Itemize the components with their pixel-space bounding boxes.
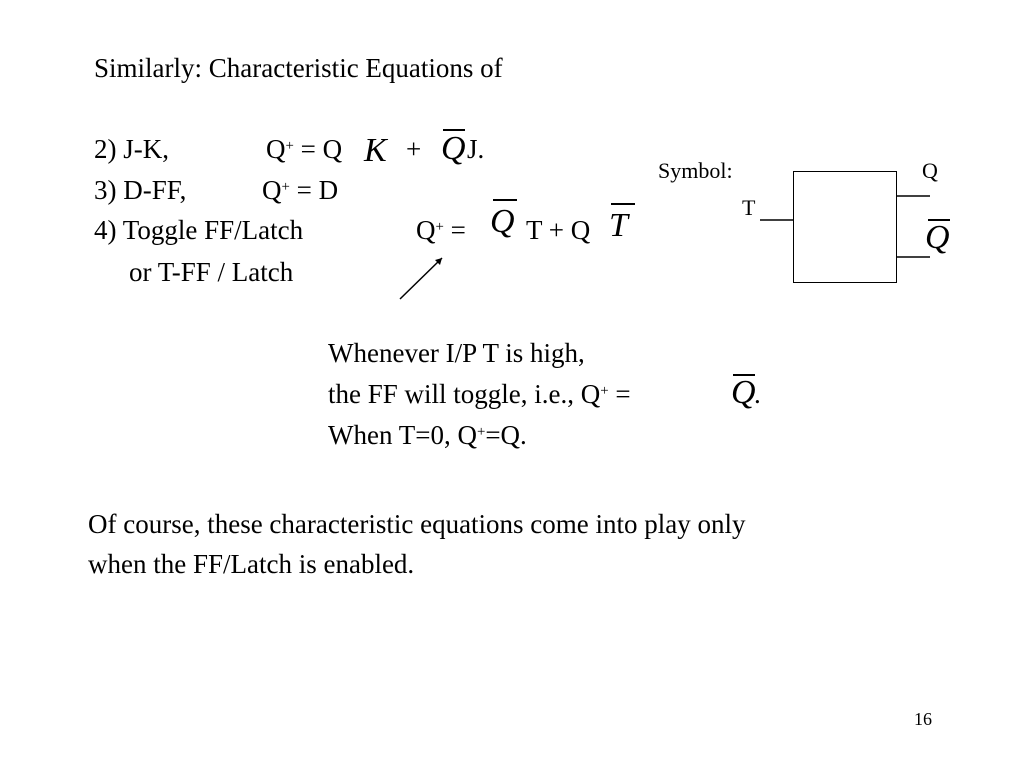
jk-tail: J. [467,134,485,164]
jk-label: 2) J-K, [94,134,169,164]
jk-plus: + [406,134,422,164]
tff-t-overbar [611,203,635,205]
tff-t-bar: T [609,207,628,244]
tff-symbol-box [793,171,897,283]
tff-mid: T + Q [526,215,591,245]
note-qbar-overbar [733,374,755,376]
note-line-2: the FF will toggle, i.e., Q+ = [328,379,631,409]
footer-line-1: Of course, these characteristic equation… [88,509,746,539]
note-line-1: Whenever I/P T is high, [328,338,585,368]
jk-q-overbar [443,129,465,131]
symbol-input-t: T [742,195,756,220]
tff-q-overbar [493,199,517,201]
symbol-output-q: Q [922,158,938,183]
tff-label-alt: or T-FF / Latch [129,257,294,287]
note-period: . [754,379,761,409]
slide-heading: Similarly: Characteristic Equations of [94,53,503,83]
note-qbar: Q [731,374,756,411]
pointer-arrow-line [399,257,443,300]
tff-q-bar: Q [490,203,515,240]
symbol-label: Symbol: [658,158,733,183]
jk-equation: Q+ = Q [266,134,343,164]
page-number: 16 [914,709,932,729]
pointer-arrowhead [435,258,442,265]
note-line-3: When T=0, Q+=Q. [328,420,527,450]
dff-equation: Q+ = D [262,175,339,205]
symbol-output-qbar: Q [925,219,950,256]
jk-k-bar: K [364,132,387,169]
jk-q-bar: Q [441,130,466,167]
tff-equation: Q+ = [416,215,466,245]
footer-line-2: when the FF/Latch is enabled. [88,549,415,579]
dff-label: 3) D-FF, [94,175,187,205]
symbol-qbar-overbar [928,219,950,221]
tff-label: 4) Toggle FF/Latch [94,215,304,245]
